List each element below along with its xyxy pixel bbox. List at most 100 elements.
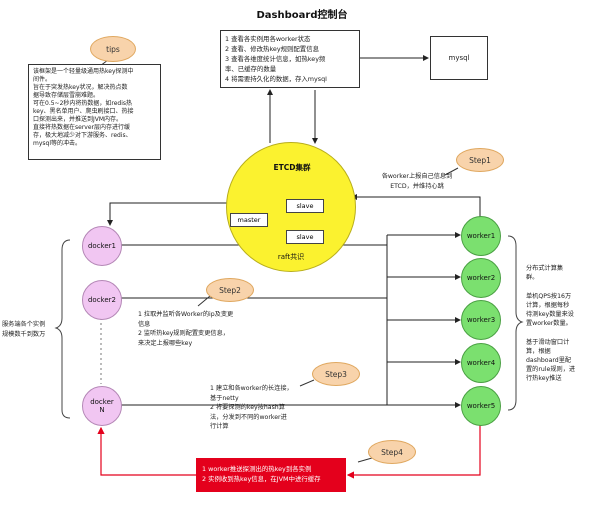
etcd-label: ETCD集群 [273,163,311,172]
worker-label: worker5 [466,402,496,410]
tips-line: 间件。 [33,76,52,83]
worker-1-node: worker1 [461,216,501,256]
step3-line: 1 建立和各worker的长连接， [210,385,293,392]
dashboard-box: 1 查看各实例用各worker状态 2 查看、修改热key规则配置信息 3 查看… [220,30,360,88]
step2-line: 来决定上报哪些key [138,339,193,347]
step2-line: 2 监听热key规则配置变更信息， [138,330,229,337]
docker-n-node: docker N [82,386,122,426]
docker-label: N [99,406,105,414]
left-note: 服务端各个实例 规模数千到数万 [2,320,45,339]
tips-line: key、黑名单用户、爬虫刷接口、热接 [33,108,134,115]
right-note: 分布式计算集 群。 单机QPS按16万 计算，根据每秒 待测key数量来设 置w… [526,264,575,384]
step3-line: 基于netty [210,394,239,402]
right-note-line: 置的rule规则，进 [526,366,576,374]
right-note-line: 置worker数量。 [526,320,572,328]
tips-line: 该框架是一个轻量级通用热key探测中 [33,68,134,75]
step2-note: 1 拉取并监听各Worker的ip及变更 信息 2 监听热key规则配置变更信息… [138,310,233,348]
left-brace [54,239,71,419]
left-note-line: 规模数千到数万 [2,330,46,338]
worker-3-node: worker3 [461,300,501,340]
step2-line: 信息 [138,320,151,328]
slave-label: slave [296,202,314,210]
workers-to-etcd-arrow [351,194,481,222]
master-node: master [230,213,268,227]
slave-label: slave [296,233,314,241]
dashboard-line: 3 查看各维度统计信息，如热key频 [225,55,326,63]
worker-label: worker1 [466,232,496,240]
step3-label: Step3 [325,369,347,379]
worker5-to-redbox-arrow [346,425,481,479]
tips-line: 旨在于突发热key状况，解决热点数 [33,84,128,91]
worker-label: worker2 [466,274,496,282]
tips-line: 口探测出来，并推送到JVM内存。 [33,116,123,123]
dashboard-line: 2 查看、修改热key规则配置信息 [225,45,319,53]
step4-red-box: 1 worker推送探测出的热key到各实例 2 实例收到热key信息，在JVM… [196,458,346,492]
worker-label: worker3 [466,316,496,324]
left-note-line: 服务端各个实例 [2,321,46,328]
step2-label: Step2 [219,285,241,295]
step4-line: 2 实例收到热key信息，在JVM中进行缓存 [202,475,321,483]
step3-note: 1 建立和各worker的长连接， 基于netty 2 将要探测的key按has… [210,384,293,432]
right-note-line: 分布式计算集 [526,265,564,272]
mysql-box: mysql [430,36,488,80]
step1-label: Step1 [469,155,491,165]
tips-line: 据导致存储层雪崩难题。 [33,92,100,99]
tips-label: tips [106,44,120,54]
right-note-line: 基于滑动窗口计 [526,338,570,346]
step3-line: 行计算 [210,423,229,430]
mysql-label: mysql [448,54,470,62]
tips-line: 存，极大地减少对下游服务、redis、 [33,132,132,139]
worker-4-node: worker4 [461,343,501,383]
dashboard-line: 率、已缓存的数量 [225,65,277,73]
right-note-line [526,328,575,337]
tips-line: mysql等的冲击。 [33,140,81,147]
dashboard-line: 4 将需要持久化的数据，存入mysql [225,75,327,83]
step1-bubble: Step1 [456,148,504,172]
raft-label: raft共识 [277,253,305,261]
tips-bubble: tips [90,36,136,62]
etcd-to-docker1-arrow [107,202,230,226]
right-note-line: 计算，根据每秒 [526,301,570,309]
worker-5-node: worker5 [461,386,501,426]
step3-bubble: Step3 [312,362,360,386]
step2-bubble: Step2 [206,278,254,302]
step4-bubble: Step4 [368,440,416,464]
docker-label: docker [90,398,114,406]
dashboard-line: 1 查看各实例用各worker状态 [225,35,311,43]
right-note-line: 行热key推送 [526,375,562,383]
step3-callout [299,379,315,387]
tips-box: 该框架是一个轻量级通用热key探测中 间件。 旨在于突发热key状况，解决热点数… [28,64,161,160]
master-label: master [237,216,261,224]
step1-line: ETCD，并维持心跳 [390,182,444,190]
right-note-line: 群。 [526,274,539,282]
step4-label: Step4 [381,447,403,457]
step4-callout [357,457,373,463]
diagram-title: Dashboard控制台 [256,10,348,21]
right-note-line: 待测key数量来设 [526,311,574,319]
step1-note: 各worker上报自己信息到 ETCD，并维持心跳 [372,172,462,191]
step3-line: 法，分发到不同的worker进 [210,413,287,421]
right-note-line: 单机QPS按16万 [526,292,572,300]
tips-line: 可在0.5~2秒内将热数据，如redis热 [33,100,133,107]
right-brace [507,235,524,411]
redbox-to-dockerN-arrow [97,426,196,476]
right-note-line: 算，根据 [526,347,551,355]
step2-line: 1 拉取并监听各Worker的ip及变更 [138,311,234,318]
right-note-line: dashboard里配 [526,357,572,365]
docker-label: docker2 [87,296,117,304]
slave-node-2: slave [286,230,324,244]
right-note-line [526,282,575,291]
docker-label: docker1 [87,242,117,250]
docker-2-node: docker2 [82,280,122,320]
step2-callout [197,295,211,307]
step1-callout [444,167,459,176]
worker-label: worker4 [466,359,496,367]
step3-line: 2 将要探测的key按hash算 [210,404,285,411]
worker-2-node: worker2 [461,258,501,298]
step1-line: 各worker上报自己信息到 [381,173,453,180]
step4-line: 1 worker推送探测出的热key到各实例 [202,465,312,473]
docker-1-node: docker1 [82,226,122,266]
tips-line: 直接将热数据在server层内存进行缓 [33,124,130,131]
slave-node-1: slave [286,199,324,213]
